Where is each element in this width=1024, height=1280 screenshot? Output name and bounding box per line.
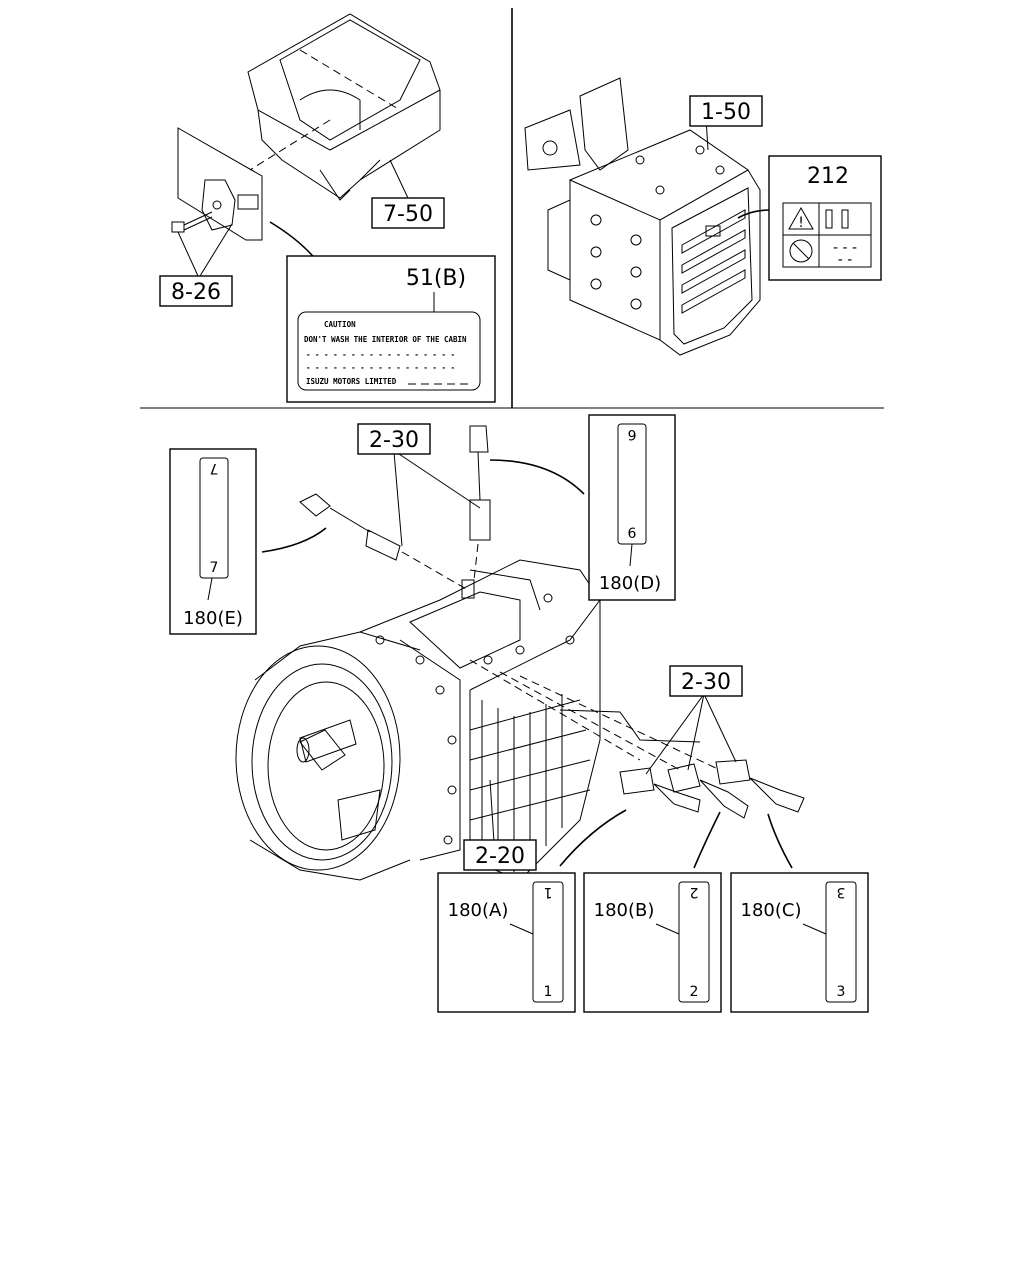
- svg-text:51(B): 51(B): [406, 266, 466, 291]
- leader-7-50: [389, 159, 409, 199]
- curved-arrow-180b: [693, 811, 721, 869]
- curved-arrow-212: [737, 209, 771, 219]
- svg-text:7: 7: [210, 560, 219, 576]
- sensor-180d-drawing: [469, 425, 491, 541]
- svg-text:6: 6: [627, 426, 636, 442]
- tag-box-180d: 6 6 180(D): [588, 414, 676, 601]
- svg-text:180(A): 180(A): [448, 900, 509, 921]
- caution-label-51b: 51(B) CAUTION DON'T WASH THE INTERIOR OF…: [286, 255, 496, 403]
- svg-text:- - -: - - -: [833, 240, 857, 256]
- tag-box-180a: 180(A) 1 1: [437, 872, 576, 1013]
- svg-text:ISUZU MOTORS LIMITED: ISUZU MOTORS LIMITED: [306, 377, 397, 386]
- svg-text:1: 1: [544, 984, 553, 1000]
- callout-8-26: 8-26: [159, 275, 233, 307]
- svg-text:7-50: 7-50: [383, 202, 433, 227]
- tag-box-180b: 180(B) 2 2: [583, 872, 722, 1013]
- svg-text:2-20: 2-20: [475, 844, 525, 869]
- svg-text:7: 7: [210, 460, 219, 476]
- callout-2-30-top: 2-30: [357, 423, 431, 455]
- warning-triangle-icon: [788, 206, 814, 230]
- leader-2-30-right-c: [703, 693, 737, 763]
- svg-text:180(D): 180(D): [599, 573, 661, 594]
- sensor-180e-drawing: [299, 493, 401, 561]
- svg-text:180(E): 180(E): [183, 608, 243, 629]
- callout-2-30-right: 2-30: [669, 665, 743, 697]
- side-panel-drawing: [177, 127, 263, 241]
- leader-8-26-a: [177, 231, 199, 277]
- curved-arrow-180d: [489, 459, 585, 495]
- tag-box-180c: 180(C) 3 3: [730, 872, 869, 1013]
- svg-text:180(C): 180(C): [741, 900, 802, 921]
- leader-2-30-top-b: [395, 451, 481, 509]
- bolt-8-26: [171, 211, 213, 233]
- svg-text:3: 3: [837, 984, 846, 1000]
- svg-text:1: 1: [544, 884, 553, 900]
- svg-text:- -: - -: [838, 252, 853, 268]
- callout-7-50: 7-50: [371, 197, 445, 229]
- svg-text:212: 212: [807, 164, 849, 189]
- sensor-180c-drawing: [715, 759, 805, 813]
- leader-2-20: [489, 779, 495, 843]
- curved-arrow-180c: [767, 813, 793, 869]
- svg-text:6: 6: [628, 526, 637, 542]
- leader-2-30-top-a: [393, 451, 403, 547]
- tag-box-180e: 7 7 180(E): [169, 448, 257, 635]
- svg-text:2: 2: [690, 884, 699, 900]
- callout-2-20: 2-20: [463, 839, 537, 871]
- warning-label-212: 212 ! - - - - -: [768, 155, 882, 281]
- svg-text:1-50: 1-50: [701, 100, 751, 125]
- svg-text:2-30: 2-30: [369, 428, 419, 453]
- callout-1-50: 1-50: [689, 95, 763, 127]
- svg-text:3: 3: [837, 884, 846, 900]
- leader-2-30-right-a: [645, 693, 705, 775]
- curved-arrow-180a: [559, 809, 627, 867]
- svg-text:180(B): 180(B): [594, 900, 655, 921]
- sensor-180a-drawing: [619, 767, 701, 813]
- sensor-180b-drawing: [667, 763, 749, 819]
- svg-text:!: !: [798, 215, 804, 231]
- svg-text:2: 2: [690, 984, 699, 1000]
- cab-frame-drawing: [247, 13, 441, 201]
- svg-text:2-30: 2-30: [681, 670, 731, 695]
- leader-8-26-b: [199, 223, 233, 277]
- battery-box-drawing: [524, 77, 761, 356]
- curved-arrow-180e: [261, 527, 327, 553]
- svg-text:8-26: 8-26: [171, 280, 221, 305]
- leader-2-30-right-b: [687, 693, 705, 771]
- svg-text:DON'T WASH THE INTERIOR OF THE: DON'T WASH THE INTERIOR OF THE CABIN: [304, 335, 467, 344]
- svg-text:CAUTION: CAUTION: [324, 320, 356, 329]
- svg-text:- - - - - - - - - - - - - - -: - - - - - - - - - - - - - - - - -: [306, 350, 455, 359]
- svg-text:- - - - - - - - - - - - - - -: - - - - - - - - - - - - - - - - -: [306, 363, 455, 372]
- no-symbol-icon: [789, 239, 813, 263]
